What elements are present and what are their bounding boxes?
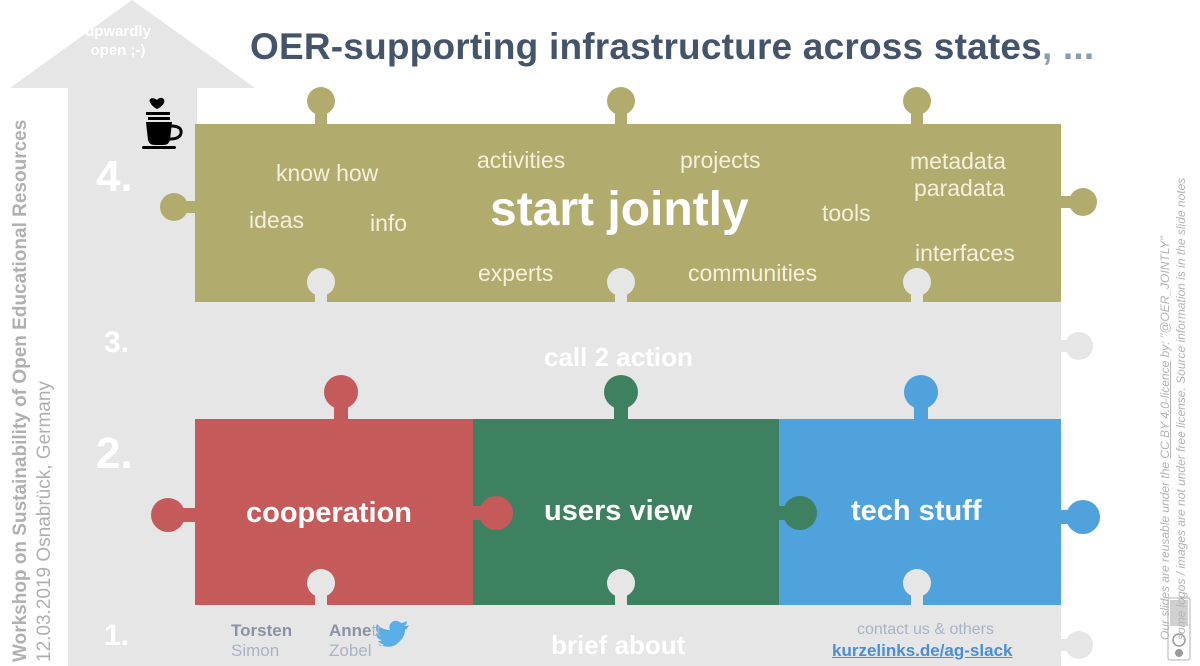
cc-licence-link[interactable]: CC BY 4.0-licence [1158, 360, 1172, 459]
word-ideas: ideas [249, 207, 304, 233]
upward-arrow [10, 0, 255, 666]
workshop-date-place-vertical: 12.03.2019 Osnabrück, Germany [34, 381, 55, 662]
word-experts: experts [478, 260, 554, 286]
cooperation-puzzle-piece [151, 375, 473, 605]
green-tab-into-blue [783, 496, 817, 530]
workshop-title-vertical: Workshop on Sustainability of Open Educa… [10, 119, 31, 662]
cc-license-badge-icon [1167, 597, 1191, 661]
word-projects: projects [680, 147, 761, 173]
level3-tab-right [1065, 332, 1093, 360]
slide-title: OER-supporting infrastructure across sta… [250, 26, 1095, 67]
arrow-label-line2: open ;-) [90, 42, 146, 59]
level-number-4: 4. [96, 152, 133, 201]
word-communities: communities [688, 260, 818, 286]
word-know-how: know how [276, 160, 379, 186]
arrow-label-line1: upwardly [85, 23, 151, 40]
person2-last-name: Zobel [329, 641, 372, 660]
call-to-action-label: call 2 action [544, 342, 693, 372]
slack-link[interactable]: kurzelinks.de/ag-slack [832, 641, 1013, 660]
level-number-2: 2. [96, 429, 133, 478]
person1-last-name: Simon [231, 641, 280, 660]
level1-tab-right [1065, 631, 1093, 659]
level-number-1: 1. [104, 619, 130, 652]
word-interfaces: interfaces [915, 240, 1015, 266]
contact-label: contact us & others [857, 621, 994, 638]
license-note-line2: some logos / images are not under free l… [1174, 177, 1188, 640]
level1-band [195, 605, 1061, 666]
level-number-3: 3. [104, 326, 130, 359]
red-tab-into-green [479, 496, 513, 530]
word-tools: tools [822, 200, 871, 226]
word-paradata: paradata [914, 175, 1005, 201]
license-note-line1: Our slides are reusable under the CC BY … [1158, 236, 1172, 640]
word-info: info [370, 210, 408, 236]
person2-first-name: Annett [329, 621, 381, 640]
arrow-label: upwardly open ;-) [68, 22, 168, 60]
word-activities: activities [477, 147, 566, 173]
cooperation-label: cooperation [246, 497, 412, 529]
brief-about-label: brief about [551, 630, 686, 660]
users-view-label: users view [544, 495, 693, 527]
word-metadata: metadata [910, 148, 1006, 174]
twitter-bird-icon [375, 620, 409, 647]
person1-first-name: Torsten [231, 621, 293, 640]
level4-puzzle-piece [160, 87, 1097, 304]
start-jointly-label: start jointly [490, 183, 749, 236]
tech-stuff-label: tech stuff [851, 495, 982, 527]
coffee-cup-icon [142, 97, 183, 149]
